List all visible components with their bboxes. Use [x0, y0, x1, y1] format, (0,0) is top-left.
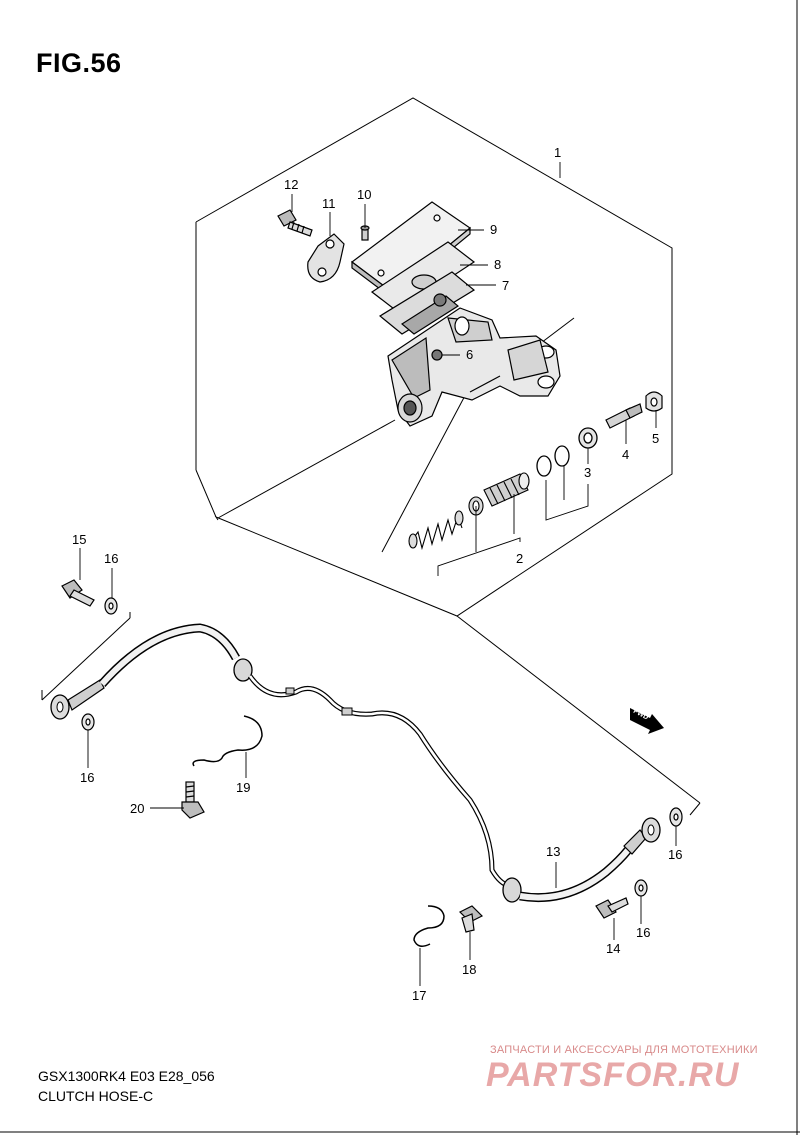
- callout-16b: 16: [80, 770, 94, 785]
- bolt-part-20: [181, 781, 205, 819]
- callout-2: 2: [516, 551, 523, 566]
- callout-13: 13: [546, 844, 560, 859]
- figure-title: FIG.56: [36, 48, 122, 78]
- callout-11: 11: [322, 196, 336, 211]
- model-code: GSX1300RK4 E03 E28_056: [38, 1068, 215, 1084]
- fwd-direction-marker: FWD: [630, 708, 664, 734]
- watermark-tagline: ЗАПЧАСТИ И АКСЕССУАРЫ ДЛЯ МОТОТЕХНИКИ: [490, 1044, 758, 1056]
- callout-12: 12: [284, 177, 298, 192]
- callout-18: 18: [462, 962, 476, 977]
- master-cylinder-body: [387, 307, 561, 427]
- clamp-part-11: [307, 233, 345, 283]
- callout-15: 15: [72, 532, 86, 547]
- bolt-part-12: [277, 209, 313, 237]
- callout-1: 1: [554, 145, 561, 160]
- callout-7: 7: [502, 278, 509, 293]
- washer-part-16: [81, 597, 683, 897]
- leader-lines: [79, 162, 677, 986]
- callout-9: 9: [490, 222, 497, 237]
- callout-6: 6: [466, 347, 473, 362]
- callout-8: 8: [494, 257, 501, 272]
- section-name: CLUTCH HOSE-C: [38, 1088, 154, 1104]
- diaphragm-part-7: [378, 271, 476, 335]
- callout-17: 17: [412, 988, 426, 1003]
- pushrod-part-4: [605, 403, 643, 429]
- watermark-logo: PARTSFOR.RU: [486, 1056, 740, 1094]
- callout-numbers: 1 2 3 4 5 6 7 8 9 10 11 12 13 14 15 16 1…: [72, 145, 682, 1003]
- piston-set-part-2: [408, 472, 530, 551]
- callout-14: 14: [606, 941, 620, 956]
- union-bolt-part-14: [595, 897, 629, 919]
- union-bolt-part-15: [61, 579, 95, 607]
- callout-3: 3: [584, 465, 591, 480]
- nut-part-6: [431, 349, 443, 361]
- callout-20: 20: [130, 801, 144, 816]
- clamp-part-19: [192, 715, 263, 767]
- callout-16c: 16: [668, 847, 682, 862]
- callout-10: 10: [357, 187, 371, 202]
- rings-part-3: [536, 427, 598, 477]
- callout-16a: 16: [104, 551, 118, 566]
- clip-part-17: [413, 905, 445, 947]
- callout-16d: 16: [636, 925, 650, 940]
- boot-part-5: [645, 391, 663, 412]
- callout-5: 5: [652, 431, 659, 446]
- callout-4: 4: [622, 447, 629, 462]
- clutch-hose-part-13: [50, 623, 661, 903]
- callout-19: 19: [236, 780, 250, 795]
- screw-part-10: [360, 225, 370, 241]
- bolt-part-18: [458, 905, 484, 933]
- hose-box-outline: [41, 612, 701, 816]
